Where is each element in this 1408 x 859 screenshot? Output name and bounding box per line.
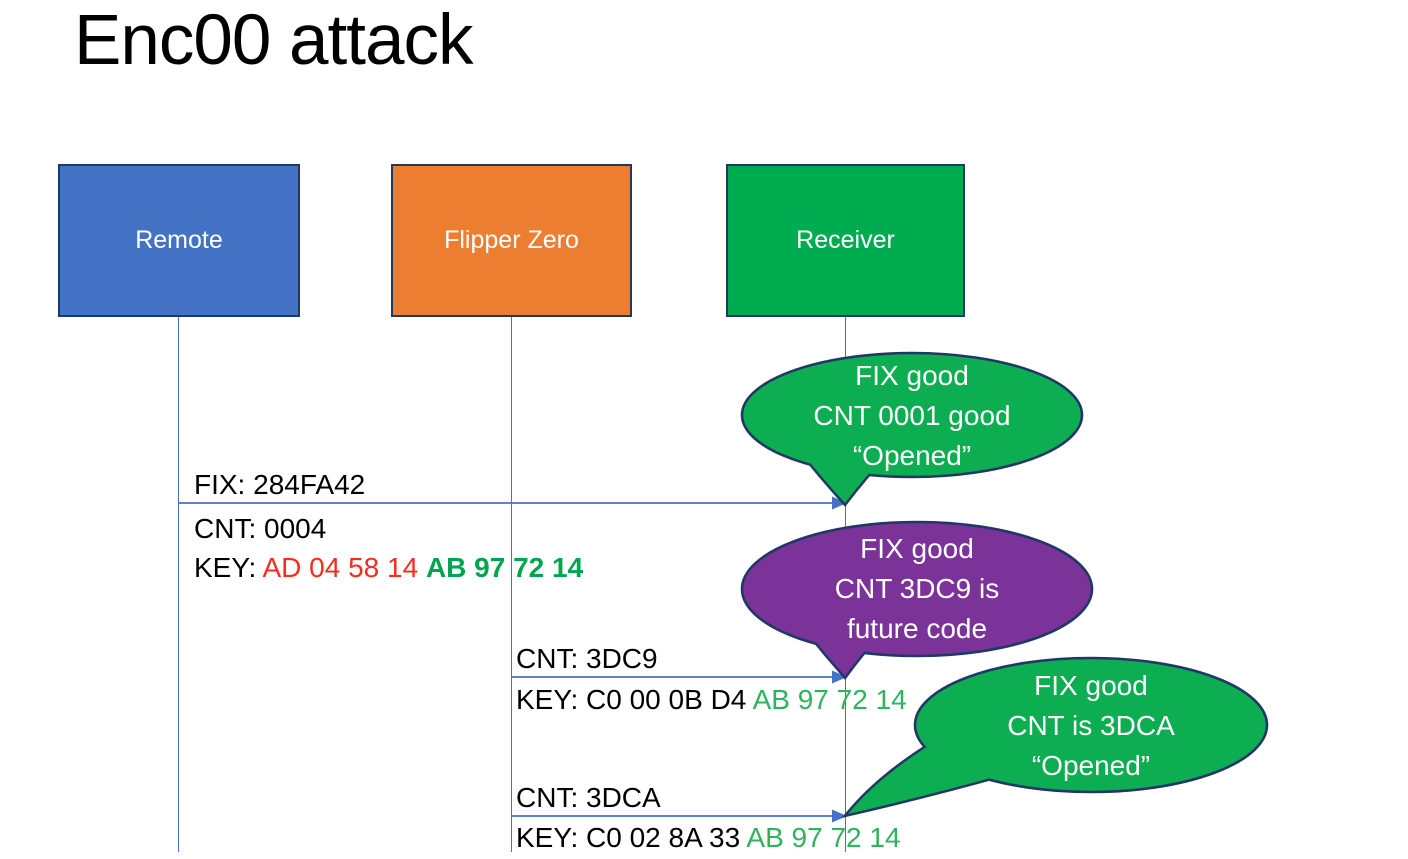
callout-bubble-1 (740, 351, 1084, 507)
actor-label-receiver: Receiver (796, 226, 895, 254)
page-title: Enc00 attack (74, 1, 473, 80)
callout-3-line-2: CNT is 3DCA (1007, 710, 1175, 741)
actor-box-flipper-zero: Flipper Zero (391, 164, 632, 317)
callout-2-line-3: future code (846, 613, 988, 644)
message-2-key-green-bytes: AB 97 72 14 (752, 684, 907, 715)
actor-label-flipper-zero: Flipper Zero (444, 226, 579, 254)
callout-tail-cover-3 (848, 740, 1005, 814)
arrowhead-icon-3 (832, 809, 847, 823)
message-1-key-prefix: KEY: (194, 552, 263, 583)
callout-ellipse-3 (913, 656, 1269, 794)
actor-label-remote: Remote (135, 226, 223, 254)
message-1-key-label: KEY: AD 04 58 14 AB 97 72 14 (194, 552, 583, 584)
callout-3-text: FIX good CNT is 3DCA “Opened” (926, 666, 1256, 786)
callout-bubble-2 (740, 520, 1094, 680)
message-1-fix-label: FIX: 284FA42 (194, 469, 366, 500)
message-3-key-label: KEY: C0 02 8A 33 AB 97 72 14 (516, 822, 901, 854)
actor-box-remote: Remote (58, 164, 300, 317)
callout-tail-cover-1 (800, 450, 888, 503)
callout-1-line-1: FIX good (855, 360, 969, 391)
message-2-key-label: KEY: C0 00 0B D4 AB 97 72 14 (516, 684, 907, 716)
message-3-cnt-label: CNT: 3DCA (516, 782, 661, 813)
callout-2-text: FIX good CNT 3DC9 is future code (752, 529, 1082, 649)
callout-bubble-3 (841, 656, 1269, 819)
callout-1-line-3: “Opened” (852, 440, 972, 471)
callout-3-line-1: FIX good (1034, 670, 1148, 701)
callout-ellipse-1 (740, 351, 1084, 479)
callout-3-line-3: “Opened” (1031, 750, 1151, 781)
message-1-key-green-bytes: AB 97 72 14 (425, 552, 584, 583)
actor-box-receiver: Receiver (726, 164, 965, 317)
lifeline-flipper-zero (511, 317, 512, 852)
callout-2-line-2: CNT 3DC9 is (834, 573, 1000, 604)
lifeline-remote (178, 317, 179, 852)
message-2-cnt-label: CNT: 3DC9 (516, 643, 658, 674)
callout-ellipse-2 (740, 520, 1094, 658)
message-3-key-prefix: KEY: C0 02 8A 33 (516, 822, 747, 853)
callout-1-text: FIX good CNT 0001 good “Opened” (747, 356, 1077, 476)
callout-1-line-2: CNT 0001 good (813, 400, 1011, 431)
message-3-key-green-bytes: AB 97 72 14 (746, 822, 901, 853)
callout-tail-cover-2 (800, 622, 888, 676)
arrowhead-icon-2 (832, 670, 847, 684)
callout-2-line-1: FIX good (860, 533, 974, 564)
message-1-key-red-bytes: AD 04 58 14 (262, 552, 426, 583)
message-1-cnt-label: CNT: 0004 (194, 513, 327, 544)
arrowhead-icon-1 (832, 496, 847, 510)
message-2-key-prefix: KEY: C0 00 0B D4 (516, 684, 753, 715)
